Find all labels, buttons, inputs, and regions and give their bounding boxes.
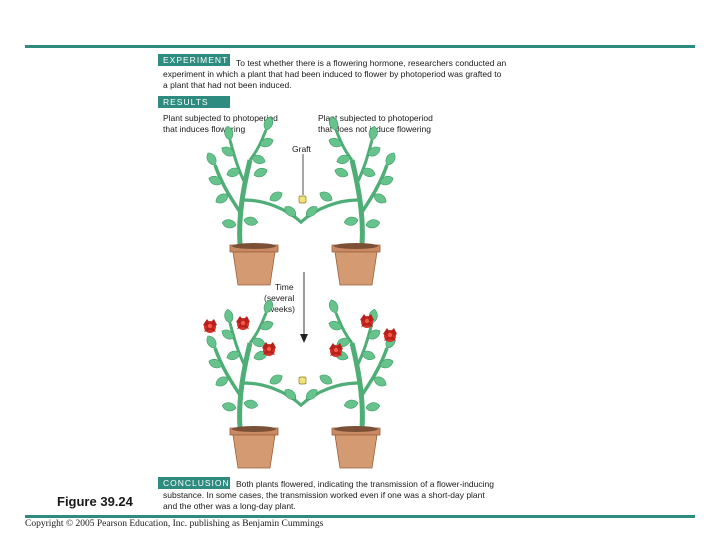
graft-junction-after <box>298 376 307 385</box>
conclusion-text-line1: Both plants flowered, indicating the tra… <box>236 479 494 489</box>
experiment-text-line3: a plant that had not been induced. <box>163 80 292 90</box>
figure-label: Figure 39.24 <box>57 494 133 509</box>
graft-junction <box>298 195 307 204</box>
right-plant-label-line1: Plant subjected to photoperiod <box>318 113 433 123</box>
experiment-text-line2: experiment in which a plant that had bee… <box>163 69 502 79</box>
left-plant-label-line1: Plant subjected to photoperiod <box>163 113 278 123</box>
conclusion-tag: CONCLUSION <box>158 477 230 489</box>
top-left-plant <box>204 115 302 286</box>
bottom-rule <box>25 515 695 518</box>
flower-icon <box>329 343 343 357</box>
top-rule <box>25 45 695 48</box>
flower-icon <box>203 319 217 333</box>
time-label-line2: (several <box>264 293 295 303</box>
bottom-right-plant <box>300 298 398 469</box>
experiment-text-line1: To test whether there is a flowering hor… <box>236 58 507 68</box>
time-label-line3: weeks) <box>268 304 295 314</box>
conclusion-text-line2: substance. In some cases, the transmissi… <box>163 490 485 500</box>
flower-icon <box>383 328 397 342</box>
flower-icon <box>360 314 374 328</box>
bottom-left-plant <box>203 298 302 469</box>
conclusion-text-line3: and the other was a long-day plant. <box>163 501 296 511</box>
flower-icon <box>236 316 250 330</box>
results-tag: RESULTS <box>158 96 230 108</box>
copyright-notice: Copyright © 2005 Pearson Education, Inc.… <box>25 519 324 529</box>
top-right-plant <box>300 115 398 286</box>
experiment-tag: EXPERIMENT <box>158 54 230 66</box>
graft-label: Graft <box>292 144 311 154</box>
time-label-line1: Time <box>275 282 294 292</box>
left-plant-label-line2: that induces flowering <box>163 124 246 134</box>
time-arrow-head <box>300 334 308 343</box>
